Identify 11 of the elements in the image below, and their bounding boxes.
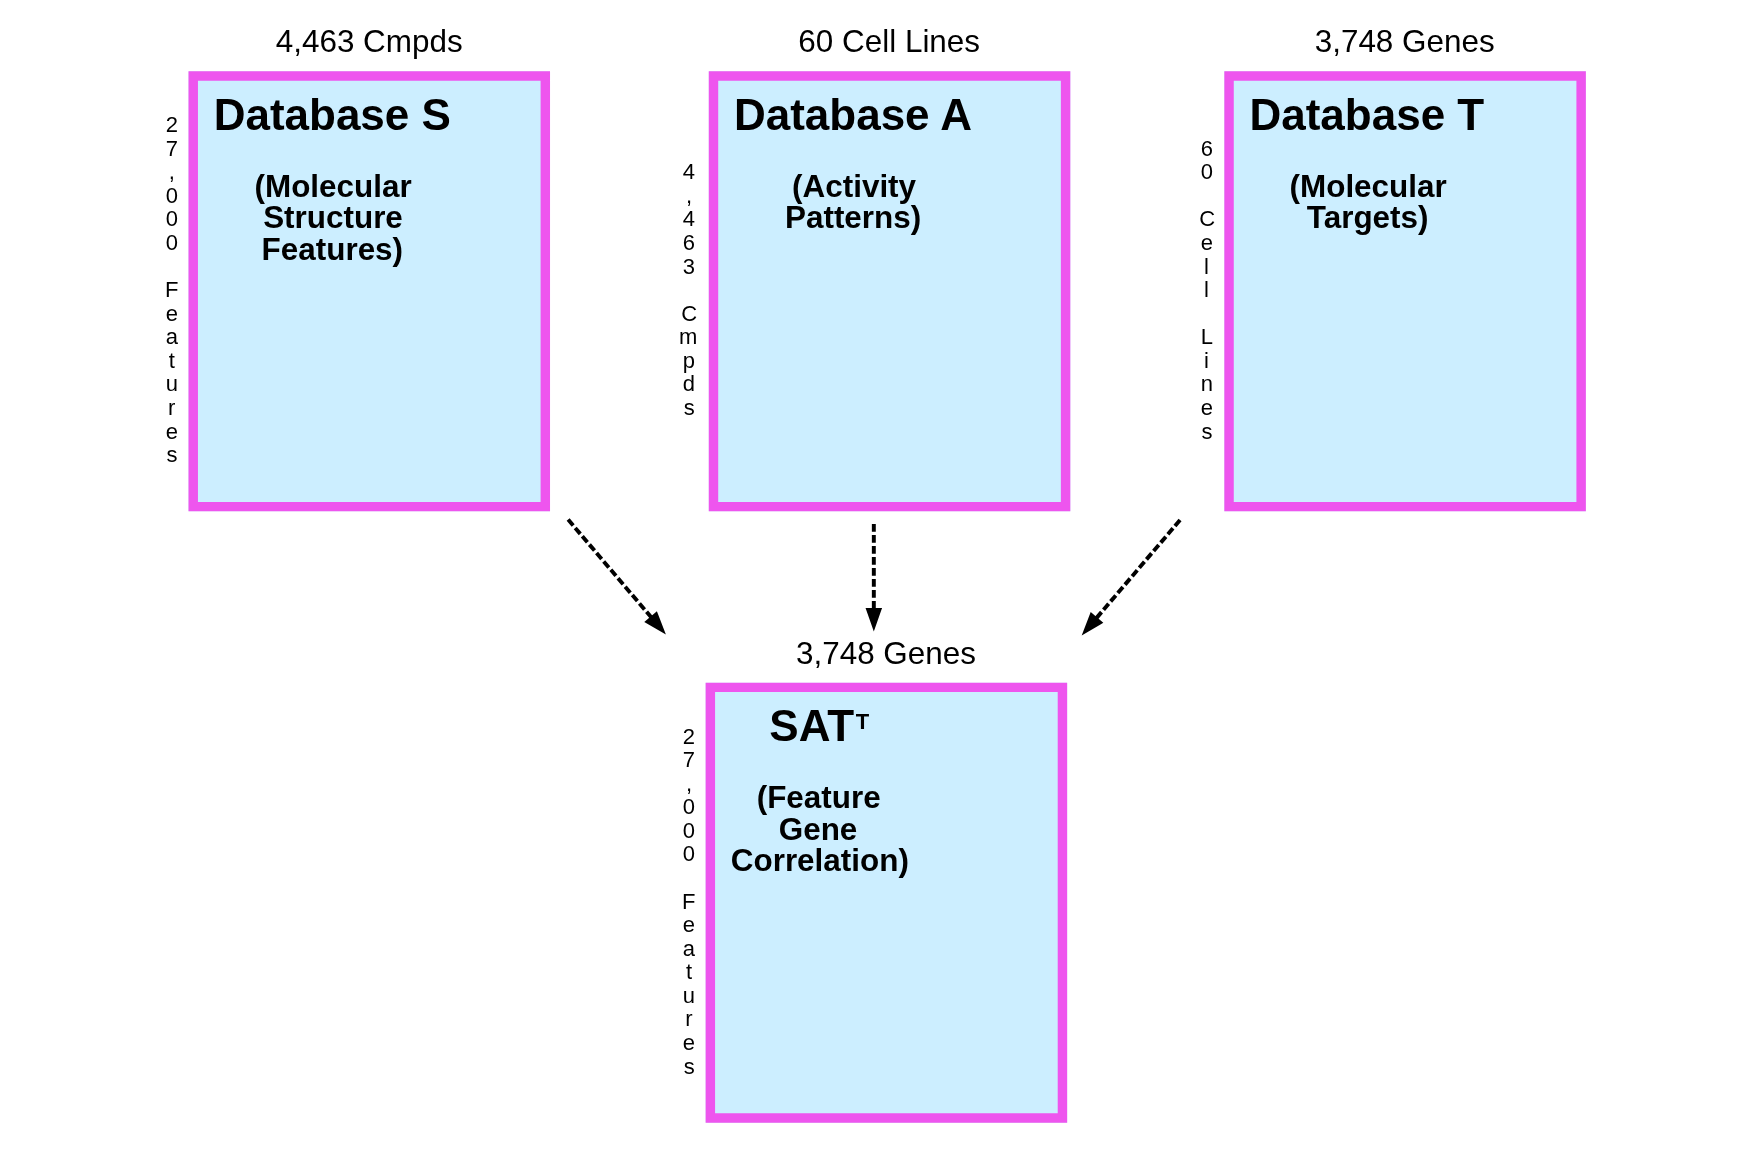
arrow [865, 524, 882, 632]
node-label: 27,000 Features [164, 112, 178, 468]
node-label: 60 Cell Lines [1198, 135, 1215, 444]
node-label: 3,748 Genes [795, 635, 976, 671]
node-label: 4,463 Cmpds [678, 159, 697, 420]
node-label: 4,463 Cmpds [275, 24, 463, 60]
node-label: 27,000 Features [681, 723, 696, 1079]
arrow [566, 518, 666, 635]
node-label: 60 Cell Lines [797, 24, 980, 60]
arrow [1081, 518, 1182, 636]
node-label: 3,748 Genes [1314, 24, 1495, 60]
